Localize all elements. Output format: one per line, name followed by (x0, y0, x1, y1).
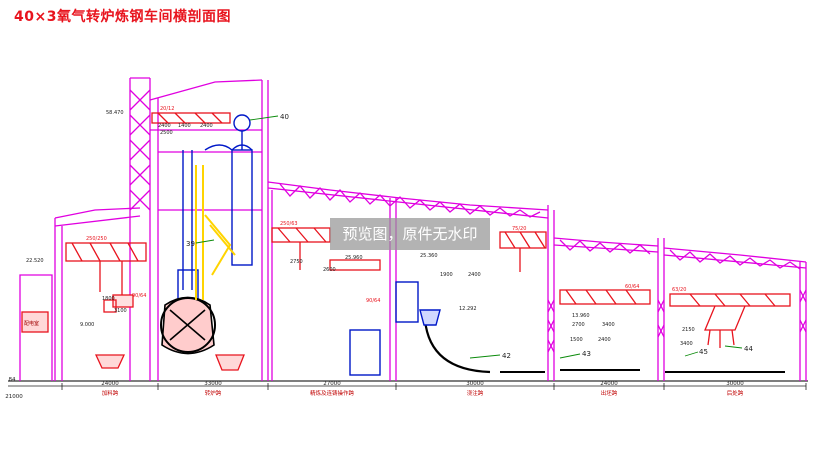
left-room-label: 配电室 (24, 320, 39, 327)
bay-dim: 30000 (726, 381, 744, 387)
bay-dim: 33000 (204, 381, 222, 387)
elevation-label: 12.292 (459, 306, 477, 312)
bay-dim: 24000 (600, 381, 618, 387)
bay-dim: 27000 (323, 381, 341, 387)
overhead-cranes (65, 112, 791, 371)
bay-dimensions: 84 21000 24000 33000 27000 30000 24000 3… (5, 377, 744, 400)
dimension-label: 2700 (572, 322, 585, 328)
dimension-label: 1400 (178, 123, 191, 129)
callout-45: 45 (699, 348, 708, 356)
crane-label: 63/20 (672, 287, 686, 293)
bay-name: 浇注跨 (467, 389, 484, 397)
dimension-label: 3400 (602, 322, 615, 328)
dimension-label: 3100 (114, 308, 127, 314)
converter-equipment (177, 114, 785, 376)
crane-label: 250/250 (86, 236, 107, 242)
dimension-label: 2500 (160, 130, 173, 136)
crane-label: 90/64 (366, 298, 380, 304)
callouts: 40 39 42 43 44 45 (186, 113, 753, 360)
bay-name: 转炉跨 (205, 389, 222, 397)
dimension-label: 2400 (158, 123, 171, 129)
crane-label: 20/12 (160, 106, 174, 112)
callout-40: 40 (280, 113, 289, 121)
oxygen-lance (195, 165, 236, 300)
elevation-label: 13.960 (572, 313, 590, 319)
dimension-label: 2400 (200, 123, 213, 129)
dimension-label: 2400 (468, 272, 481, 278)
callout-42: 42 (502, 352, 511, 360)
dimension-label: 2600 (323, 267, 336, 273)
dimension-label: 1500 (570, 337, 583, 343)
elevation-label: 22.520 (26, 258, 44, 264)
bay-name: 出坯跨 (601, 389, 618, 397)
crane-label: 60/64 (625, 284, 639, 290)
left-dim: 84 (9, 377, 16, 383)
elevation-label: 25.360 (420, 253, 438, 259)
elevation-label: 9.000 (80, 322, 94, 328)
elevation-label: 58.470 (106, 110, 124, 116)
callout-44: 44 (744, 345, 753, 353)
callout-leaders (195, 115, 743, 359)
callout-43: 43 (582, 350, 591, 358)
annotations: 58.470 22.520 25.960 25.360 12.292 9.000… (26, 106, 695, 347)
bay-dim: 24000 (101, 381, 119, 387)
bay-name: 加料跨 (102, 389, 119, 397)
dimension-label: 2400 (598, 337, 611, 343)
converter-vessel (160, 296, 216, 355)
left-dim: 21000 (5, 394, 23, 400)
crane-label: 75/20 (512, 226, 526, 232)
watermark: 预览图，原件无水印 (330, 218, 490, 250)
dimension-label: 2150 (682, 327, 695, 333)
bay-names: 加料跨 转炉跨 精炼及连铸操作跨 浇注跨 出坯跨 后处跨 (102, 389, 744, 397)
dimension-label: 2750 (290, 259, 303, 265)
crane-label: 250/63 (280, 221, 298, 227)
dimension-label: 3400 (680, 341, 693, 347)
crane-label: 90/64 (132, 293, 146, 299)
bay-name: 后处跨 (727, 389, 744, 397)
bay-dim: 30000 (466, 381, 484, 387)
drawing-title: 40×3氧气转炉炼钢车间横剖面图 (14, 9, 231, 25)
bay-dimension-line (8, 383, 807, 390)
elevation-label: 25.960 (345, 255, 363, 261)
bay-name: 精炼及连铸操作跨 (310, 389, 355, 397)
dimension-label: 1900 (440, 272, 453, 278)
dimension-label: 1800 (102, 296, 115, 302)
callout-39: 39 (186, 240, 195, 248)
